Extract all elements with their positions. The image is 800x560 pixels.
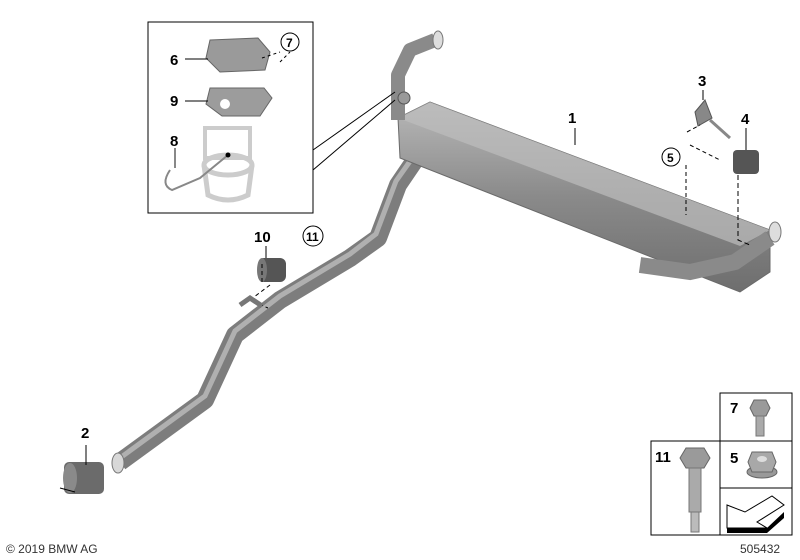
- callout-2: 2: [81, 425, 89, 442]
- callout-labels: 1 2 3 4 5 6 7 8 9 10 11: [81, 32, 750, 442]
- callout-8: 8: [170, 133, 178, 150]
- callout-1: 1: [568, 110, 576, 127]
- bracket-3[interactable]: [694, 90, 732, 140]
- bracket-9[interactable]: [185, 87, 273, 117]
- callout-9: 9: [170, 93, 178, 110]
- diagram-number: 505432: [740, 542, 781, 556]
- valve-housing: [201, 126, 255, 203]
- callout-3: 3: [698, 73, 706, 90]
- rear-silencer[interactable]: [391, 30, 782, 293]
- direction-arrow-icon: [726, 495, 785, 533]
- svg-text:7: 7: [730, 400, 738, 417]
- detail-inset: [147, 21, 396, 214]
- svg-text:5: 5: [730, 450, 738, 467]
- callout-4: 4: [741, 111, 750, 128]
- clamp-2[interactable]: [59, 445, 104, 494]
- nut-5[interactable]: 5: [730, 450, 778, 479]
- callout-11: 11: [306, 230, 319, 244]
- callout-10: 10: [254, 229, 271, 246]
- callout-6: 6: [170, 52, 178, 69]
- rubber-mount-4[interactable]: [685, 124, 759, 246]
- copyright-text: © 2019 BMW AG: [6, 542, 98, 556]
- callout-5: 5: [667, 151, 674, 165]
- hardware-legend-panel: 7 5 11: [650, 392, 793, 536]
- bolt-7[interactable]: 7: [730, 399, 771, 437]
- rubber-mount-10[interactable]: [238, 258, 286, 309]
- svg-text:11: 11: [655, 449, 671, 466]
- bolt-11[interactable]: 11: [655, 447, 711, 533]
- callout-7: 7: [286, 36, 293, 50]
- actuator-6[interactable]: [185, 37, 271, 73]
- front-pipe[interactable]: [111, 154, 423, 474]
- clip-8[interactable]: [164, 148, 231, 192]
